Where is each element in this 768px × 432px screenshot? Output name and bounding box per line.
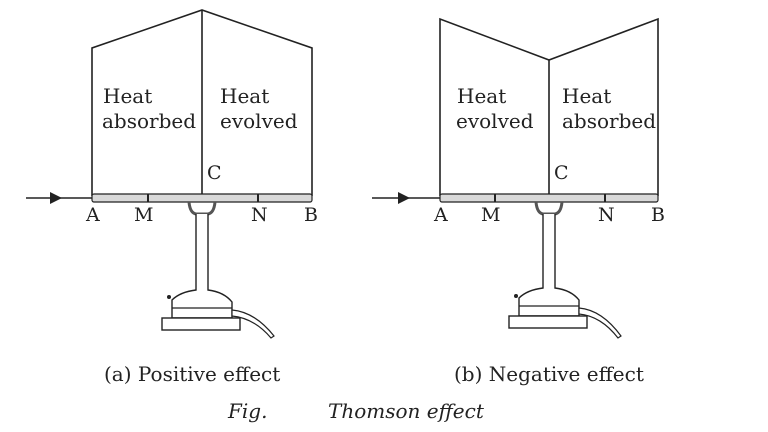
panel-b-left-line1: Heat [457,84,506,108]
panel-b-left-line2: evolved [456,109,534,133]
panel-b-point-a: A [433,204,448,226]
panel-a-right-line1: Heat [220,84,269,108]
panel-b-point-n: N [598,204,615,226]
current-arrow-icon [26,192,92,204]
panel-b-point-m: M [481,204,500,226]
panel-b-right-line2: absorbed [562,109,656,133]
panel-a-caption: (a) Positive effect [104,362,280,386]
figure-label: Fig. [227,399,267,423]
burner-icon [161,201,275,339]
panel-b-negative-effect [372,17,659,339]
panel-b-point-b: B [651,204,665,226]
panel-a-point-b: B [304,204,318,226]
rod [91,193,313,203]
panel-b-right-line1: Heat [562,84,611,108]
panel-a-point-c: C [207,162,222,184]
rod [439,193,659,203]
burner-icon [508,201,622,339]
figure-title: Thomson effect [328,399,485,423]
current-arrow-icon [372,192,440,204]
panel-a-right-line2: evolved [220,109,298,133]
panel-a-point-m: M [134,204,153,226]
panel-a-point-a: A [85,204,100,226]
panel-a-positive-effect [26,9,313,339]
panel-a-point-n: N [251,204,268,226]
panel-a-left-line2: absorbed [102,109,196,133]
panel-b-point-c: C [554,162,569,184]
panel-a-left-line1: Heat [103,84,152,108]
panel-b-caption: (b) Negative effect [454,362,644,386]
